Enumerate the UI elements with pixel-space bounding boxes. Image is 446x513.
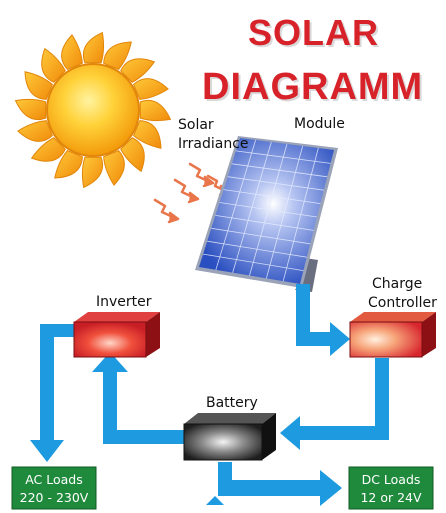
panel-cell-line <box>203 253 304 271</box>
label-solar-irradiance-line-2: Irradiance <box>178 136 249 152</box>
irradiance-ray-3 <box>153 198 180 224</box>
sun-ray <box>132 120 162 149</box>
panel-cell-line <box>227 176 324 191</box>
sun-ray <box>81 156 104 189</box>
dc-loads-box <box>348 466 434 510</box>
ac-loads-box <box>11 466 97 510</box>
arrow-battery-to-inverter <box>92 352 188 444</box>
sun-ray <box>30 137 66 162</box>
sun-ray <box>61 34 83 70</box>
panel-cell-line <box>235 150 331 164</box>
panel-cell-line <box>211 227 311 245</box>
sun-ray <box>41 47 66 83</box>
sun-ray <box>54 149 83 179</box>
sun-ray <box>139 99 172 122</box>
ac-loads-voltage: 220 - 230V <box>19 490 89 505</box>
sun-ray <box>17 120 53 142</box>
label-charge-controller-line-1: Charge <box>372 276 423 292</box>
arrow-battery-to-dc-loads <box>218 462 342 506</box>
sun-ray <box>82 31 105 64</box>
sun-icon <box>14 31 172 189</box>
panel-cell-line <box>215 215 314 231</box>
arrow-inverter-to-ac-loads <box>30 324 76 462</box>
battery-box <box>183 413 276 461</box>
sun-ray <box>24 71 54 100</box>
title-line-1: SOLAR <box>248 12 379 53</box>
panel-cell-line <box>207 240 307 258</box>
dc-loads-label: DC Loads <box>361 472 421 487</box>
irradiance-ray-2 <box>173 178 200 204</box>
inverter-box <box>73 312 160 358</box>
label-battery: Battery <box>206 395 258 411</box>
arrow-battery-down <box>206 496 224 505</box>
sun-ray <box>103 41 132 71</box>
irradiance-ray-1 <box>188 162 215 188</box>
arrow-controller-to-battery <box>280 358 389 450</box>
label-solar-irradiance-line-1: Solar <box>178 117 214 133</box>
label-module: Module <box>294 116 345 132</box>
panel-cell-line <box>219 202 318 218</box>
irradiance-rays <box>153 162 231 224</box>
title-line-2: DIAGRAMM <box>202 66 424 108</box>
flow-arrows <box>30 284 389 506</box>
sun-ray <box>120 137 145 173</box>
ac-loads-label: AC Loads <box>25 472 83 487</box>
label-charge-controller-line-2: Controller <box>368 295 437 311</box>
sun-ray <box>103 150 125 186</box>
dc-loads-voltage: 12 or 24V <box>360 490 422 505</box>
sun-ray <box>133 78 169 100</box>
panel-cell-line <box>231 163 328 178</box>
charge-controller-box <box>349 312 436 358</box>
solar-panel-module <box>195 136 338 292</box>
sun-ray <box>14 98 47 121</box>
sun-ray <box>120 58 156 83</box>
panel-cell-line <box>223 189 321 204</box>
label-inverter: Inverter <box>96 294 152 310</box>
arrow-panel-to-controller <box>296 284 350 356</box>
